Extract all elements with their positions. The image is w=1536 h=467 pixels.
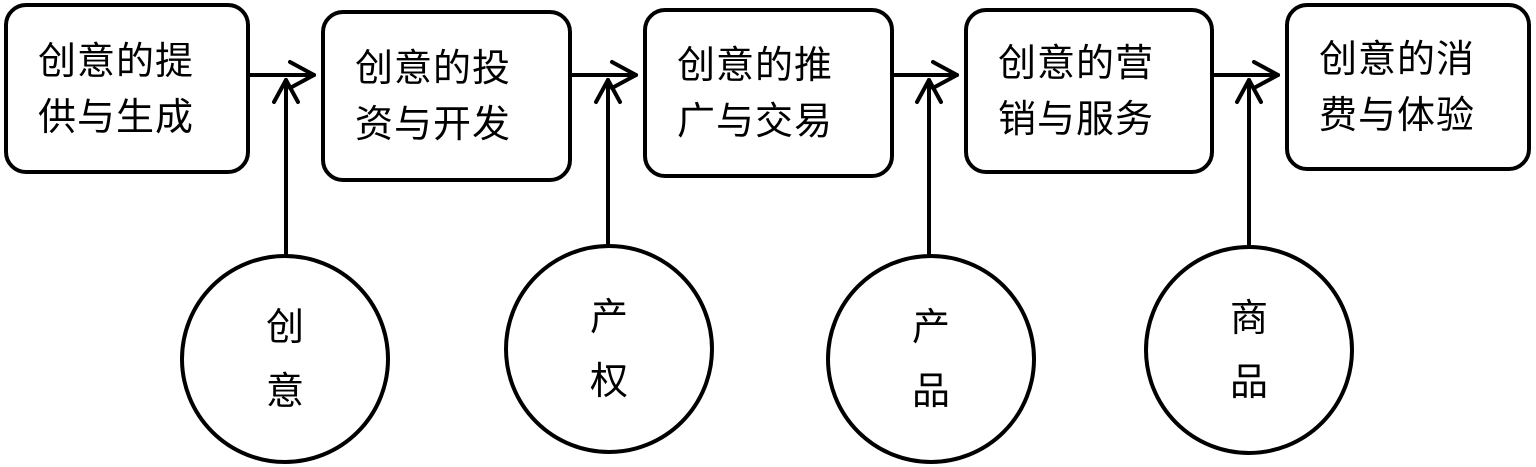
asset-3-char-1: 产 <box>911 305 950 349</box>
arrow-stage-4-to-5 <box>1212 60 1280 90</box>
stage-1-line-2: 供与生成 <box>38 94 195 139</box>
asset-4-char-2: 品 <box>1229 360 1268 404</box>
asset-1-char-1: 创 <box>265 305 304 349</box>
stage-box-2: 创意的投 资与开发 <box>321 10 572 182</box>
asset-2-char-1: 产 <box>589 295 628 339</box>
stage-5-line-2: 费与体验 <box>1319 93 1476 137</box>
stage-4-line-2: 销与服务 <box>998 97 1155 141</box>
stage-box-1: 创意的提 供与生成 <box>4 3 250 174</box>
stage-4-line-1: 创意的营 <box>998 41 1155 85</box>
stage-2-line-1: 创意的投 <box>355 46 512 90</box>
stage-box-4: 创意的营 销与服务 <box>964 8 1214 174</box>
stage-box-5: 创意的消 费与体验 <box>1285 3 1531 171</box>
asset-2-char-2: 权 <box>589 359 628 403</box>
asset-4-char-1: 商 <box>1229 296 1268 340</box>
arrow-asset-1-up <box>272 78 300 258</box>
arrow-asset-4-up <box>1235 78 1263 250</box>
asset-circle-idea: 创 意 <box>180 254 390 464</box>
asset-3-char-2: 品 <box>911 369 950 413</box>
asset-1-char-2: 意 <box>265 369 304 413</box>
stage-3-line-1: 创意的推 <box>677 43 834 87</box>
arrow-asset-2-up <box>594 78 622 248</box>
stage-box-3: 创意的推 广与交易 <box>643 8 894 178</box>
asset-circle-product: 产 品 <box>826 254 1036 464</box>
arrow-stage-3-to-4 <box>892 60 959 90</box>
arrow-stage-2-to-3 <box>570 60 638 90</box>
stage-1-line-1: 创意的提 <box>38 38 195 83</box>
asset-circle-commodity: 商 品 <box>1144 245 1354 455</box>
stage-2-line-2: 资与开发 <box>355 102 512 146</box>
arrow-stage-1-to-2 <box>248 60 316 90</box>
stage-3-line-2: 广与交易 <box>677 99 834 143</box>
stage-5-line-1: 创意的消 <box>1319 37 1476 81</box>
arrow-asset-3-up <box>915 78 943 258</box>
asset-circle-property-right: 产 权 <box>504 244 714 454</box>
